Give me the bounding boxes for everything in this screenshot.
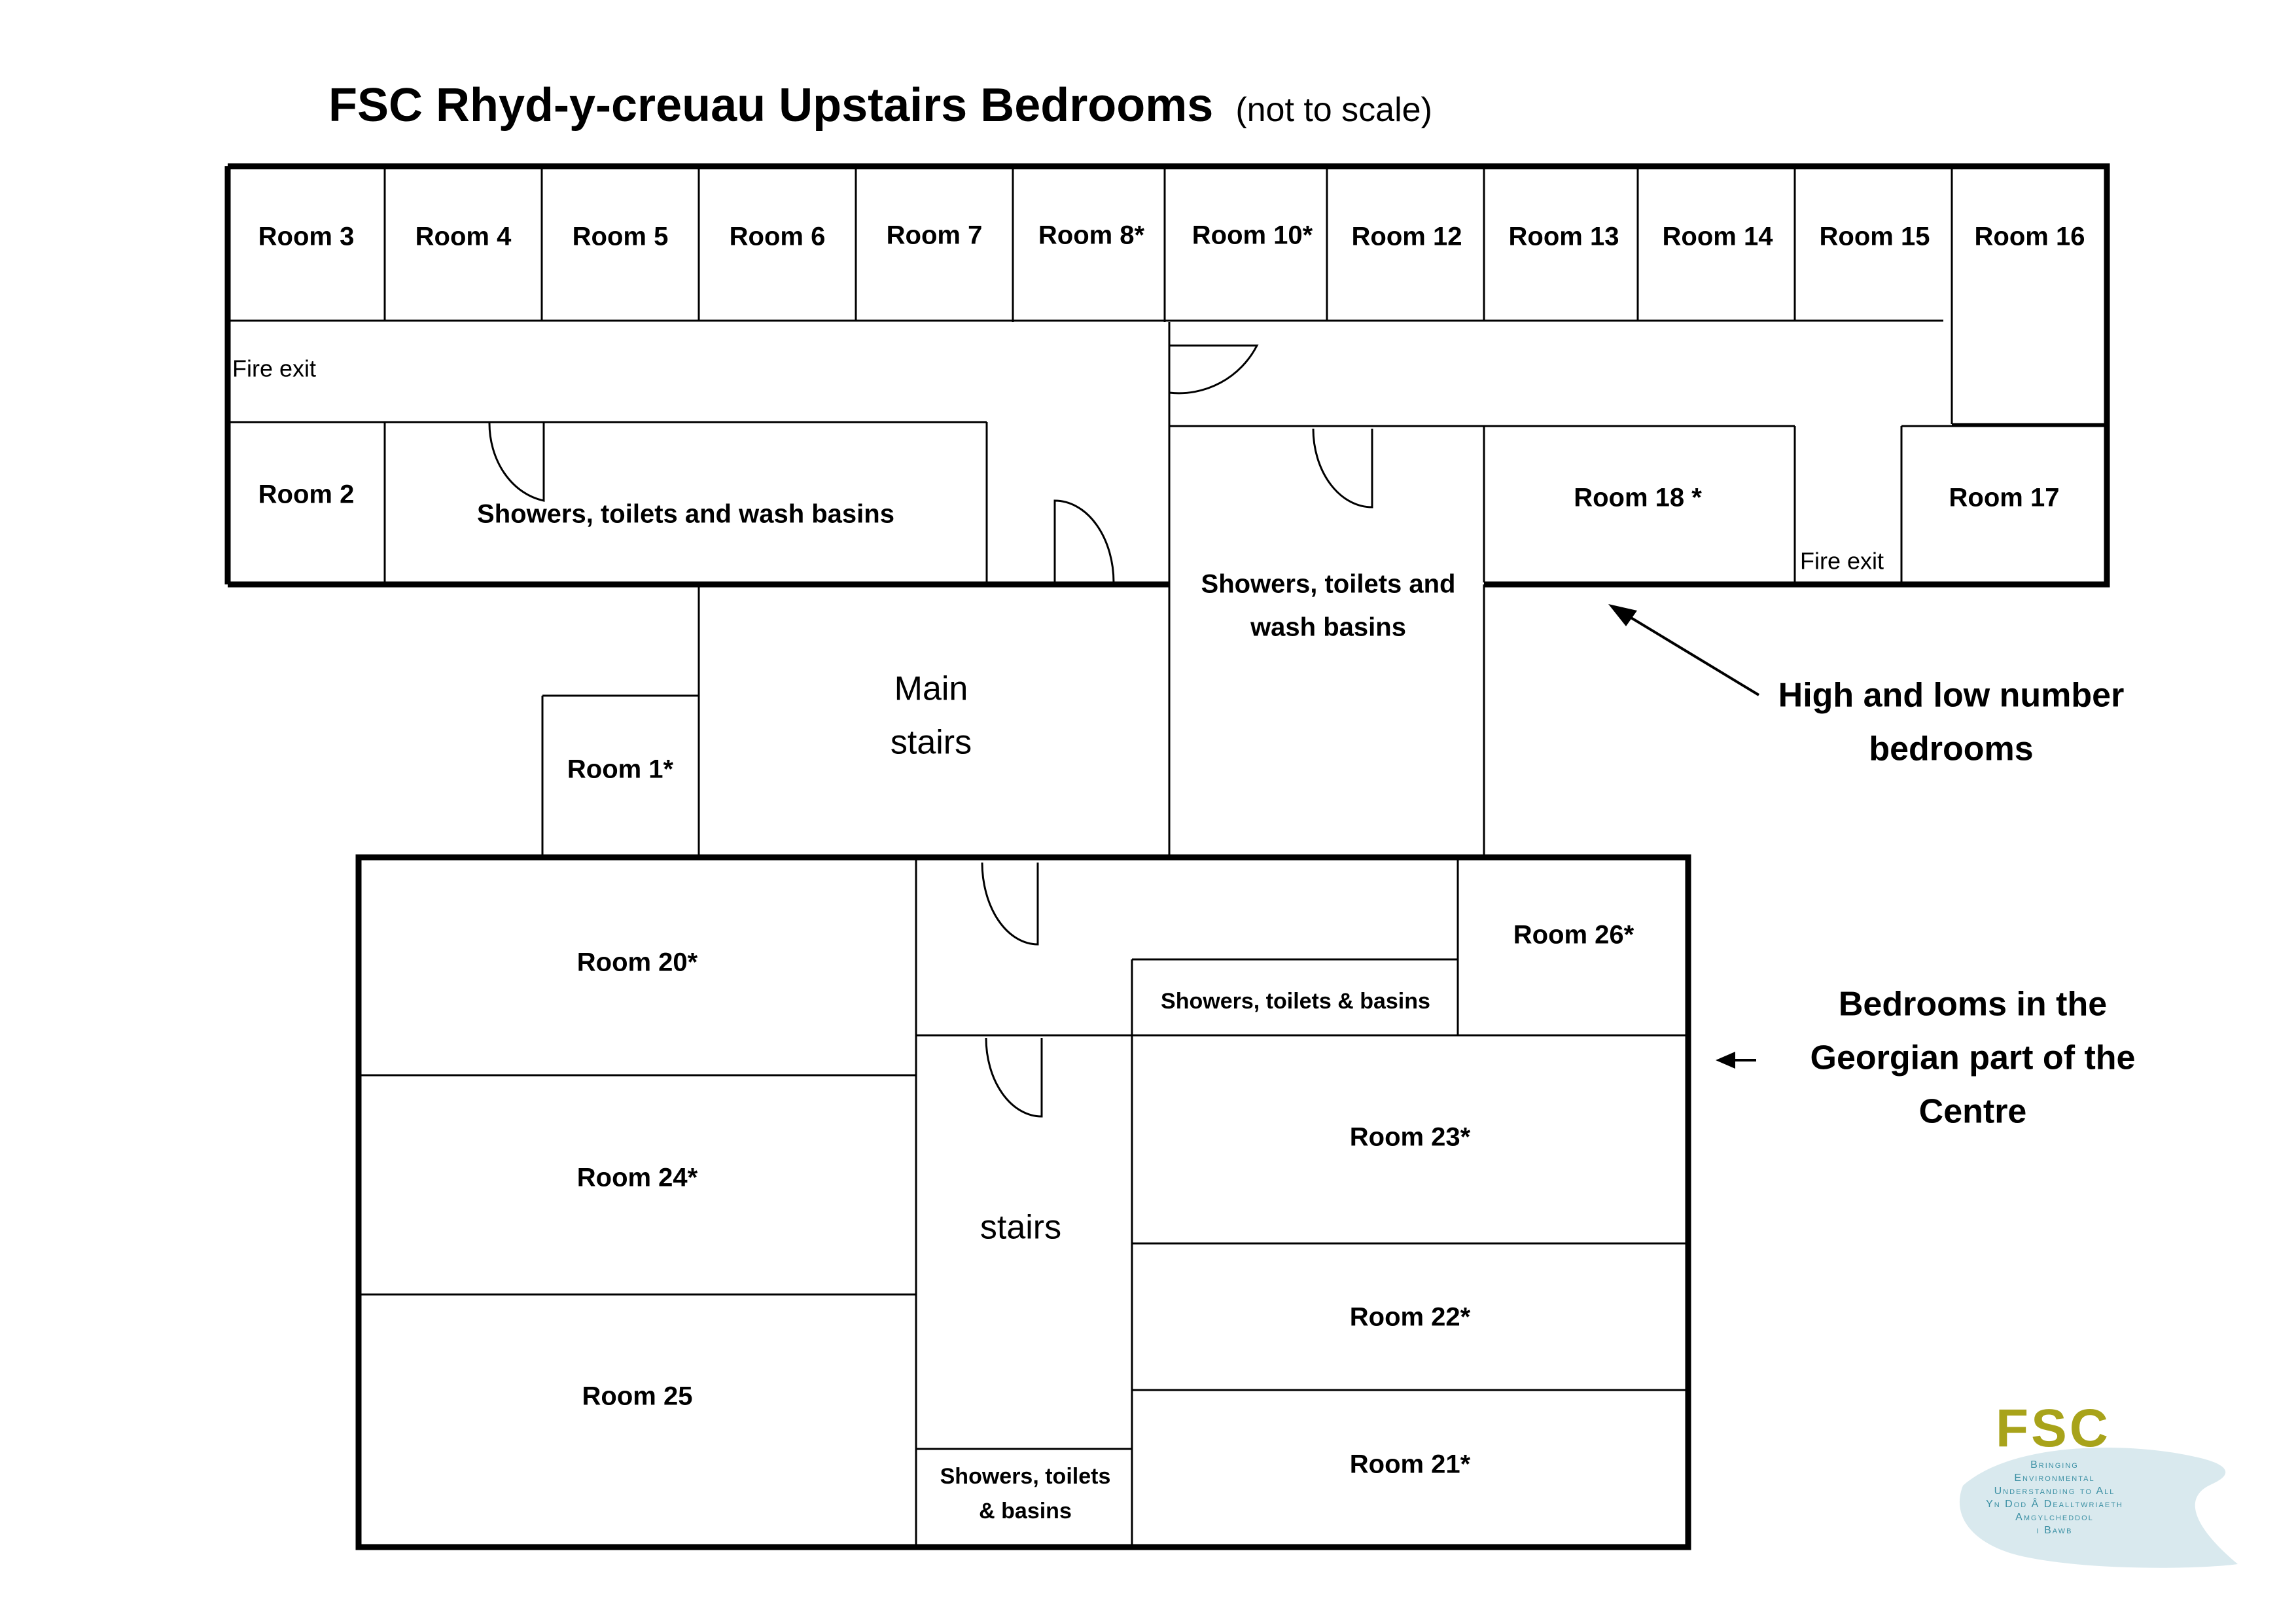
room-22: Room 22* [1350,1303,1471,1332]
room-12: Room 12 [1352,223,1462,251]
connecting-section [541,582,1485,857]
arrow-head-icon [1608,604,1637,626]
annotation-georgian-line3: Centre [1919,1093,2027,1131]
fire-exit-right: Fire exit [1800,548,1884,575]
fsc-logo: FSC Bringing Environmental Understanding… [1959,1399,2238,1568]
showers-upper-left: Showers, toilets and wash basins [477,500,894,529]
room-26: Room 26* [1513,921,1634,950]
room-23: Room 23* [1350,1123,1471,1152]
room-20: Room 20* [577,948,698,977]
stairs-label: stairs [980,1209,1061,1247]
room-3: Room 3 [258,223,355,251]
door-georgian-stairs [985,1037,1043,1118]
door-showers-center [1312,428,1373,508]
room-14: Room 14 [1663,223,1774,251]
fire-exit-left: Fire exit [232,355,316,382]
showers-bottom-line1: Showers, toilets [940,1464,1111,1489]
showers-upper-center-line2: wash basins [1250,613,1406,642]
logo-line4: Yn Dod Â Dealltwriaeth [1986,1497,2123,1510]
annotation-georgian: Bedrooms in the Georgian part of the Cen… [1716,986,2135,1131]
room-10: Room 10* [1192,221,1313,250]
main-stairs-line1: Main [894,670,968,708]
logo-swoosh [1959,1447,2238,1568]
room-17: Room 17 [1949,484,2060,512]
main-stairs-line2: stairs [891,724,972,762]
showers-bottom-line2: & basins [979,1499,1072,1524]
door-stairwell [1053,499,1115,583]
room-2: Room 2 [258,480,355,509]
room-21: Room 21* [1350,1450,1471,1479]
door-corridor-swing [1169,344,1259,395]
annotation-georgian-line1: Bedrooms in the [1839,986,2107,1024]
showers-georgian: Showers, toilets & basins [1161,989,1430,1014]
door-showers-left [488,421,545,502]
upper-block [224,163,2110,588]
room-13: Room 13 [1509,223,1619,251]
room-8: Room 8* [1038,221,1145,250]
arrow-head-icon [1716,1052,1735,1069]
annotation-high-low-line1: High and low number [1778,677,2125,715]
logo-line3: Understanding to All [1994,1486,2115,1497]
scale-note: (not to scale) [1235,91,1432,129]
annotation-high-low-line2: bedrooms [1869,730,2033,768]
room-6: Room 6 [730,223,826,251]
room-25: Room 25 [582,1382,693,1411]
logo-brand: FSC [1996,1399,2111,1458]
showers-upper-center-line1: Showers, toilets and [1201,570,1456,599]
annotation-high-low: High and low number bedrooms [1608,604,2124,768]
plan-title: FSC Rhyd-y-creuau Upstairs Bedrooms (not… [328,79,1432,132]
logo-line6: i Bawb [2037,1525,2073,1536]
room-16: Room 16 [1975,223,2085,251]
georgian-block [355,854,1691,1550]
room-15: Room 15 [1820,223,1930,251]
room-4: Room 4 [415,223,512,251]
room-7: Room 7 [887,221,983,250]
room-24: Room 24* [577,1164,698,1192]
logo-line1: Bringing [2030,1459,2079,1471]
room-18: Room 18 * [1574,484,1702,512]
logo-line5: Amgylcheddol [2015,1512,2094,1523]
door-georgian-upper [981,862,1039,946]
room-1: Room 1* [567,755,674,784]
room-5: Room 5 [573,223,669,251]
logo-line2: Environmental [2014,1472,2094,1484]
annotation-georgian-line2: Georgian part of the [1810,1039,2136,1077]
